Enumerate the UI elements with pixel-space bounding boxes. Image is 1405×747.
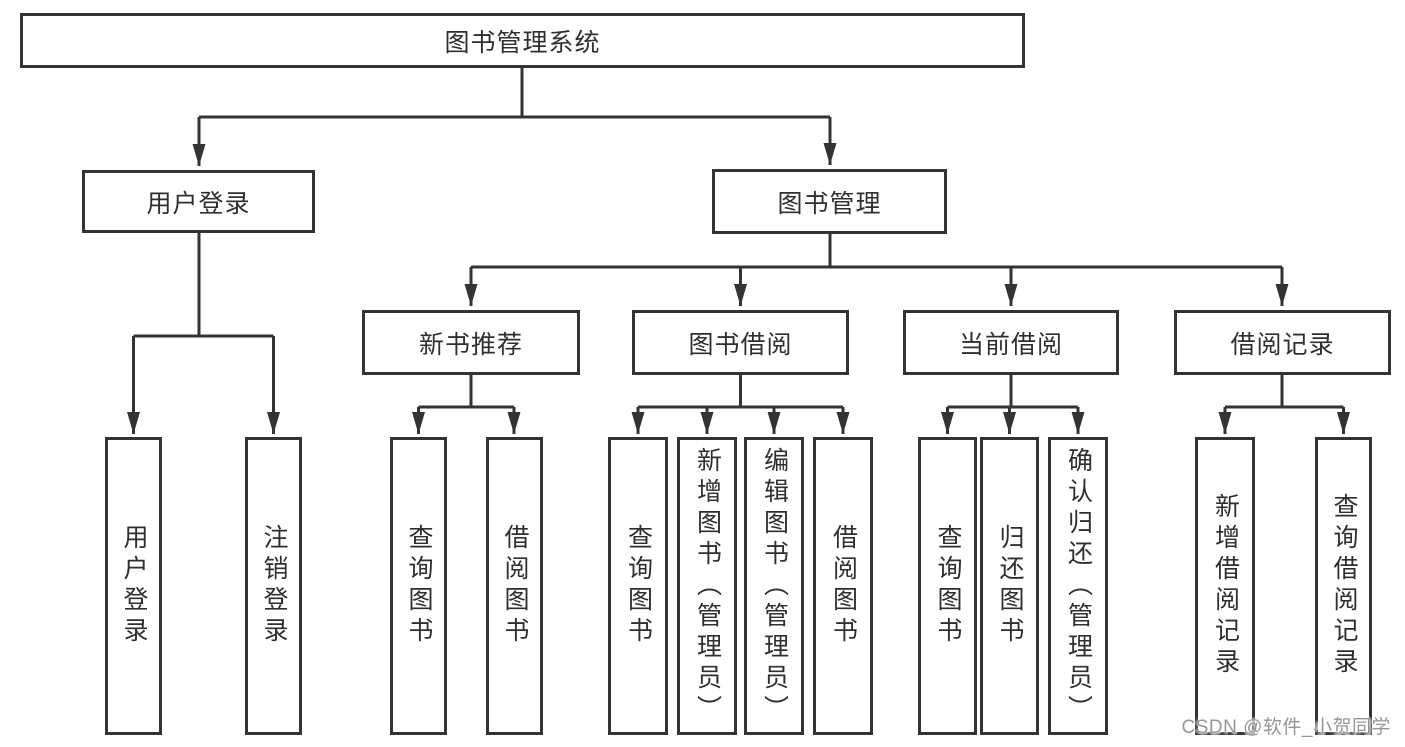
- node-user-login: 用户登录: [82, 170, 315, 233]
- leaf-borrow-books-borrowing: 借阅图书: [813, 437, 873, 735]
- node-borrowing-records: 借阅记录: [1174, 310, 1391, 375]
- leaf-query-books-current: 查询图书: [918, 437, 977, 735]
- leaf-confirm-return-admin: 确认归还（管理员）: [1048, 437, 1108, 735]
- leaf-query-books-borrowing: 查询图书: [608, 437, 668, 735]
- leaf-add-borrow-record: 新增借阅记录: [1195, 437, 1255, 735]
- node-book-borrowing: 图书借阅: [632, 310, 849, 375]
- node-root-library-system: 图书管理系统: [20, 13, 1025, 68]
- node-new-book-recommendation: 新书推荐: [362, 310, 580, 375]
- leaf-query-borrow-record: 查询借阅记录: [1315, 437, 1372, 735]
- node-book-management: 图书管理: [712, 169, 947, 234]
- node-current-borrowing: 当前借阅: [903, 310, 1119, 375]
- leaf-logout: 注销登录: [245, 437, 302, 735]
- leaf-return-book: 归还图书: [980, 437, 1039, 735]
- leaf-borrow-books-recommend: 借阅图书: [486, 437, 543, 735]
- leaf-add-book-admin: 新增图书（管理员）: [677, 437, 737, 735]
- leaf-user-login: 用户登录: [105, 437, 162, 735]
- leaf-edit-book-admin: 编辑图书（管理员）: [744, 437, 804, 735]
- leaf-query-books-recommend: 查询图书: [390, 437, 447, 735]
- csdn-watermark: CSDN @软件_小贺同学: [1181, 717, 1391, 738]
